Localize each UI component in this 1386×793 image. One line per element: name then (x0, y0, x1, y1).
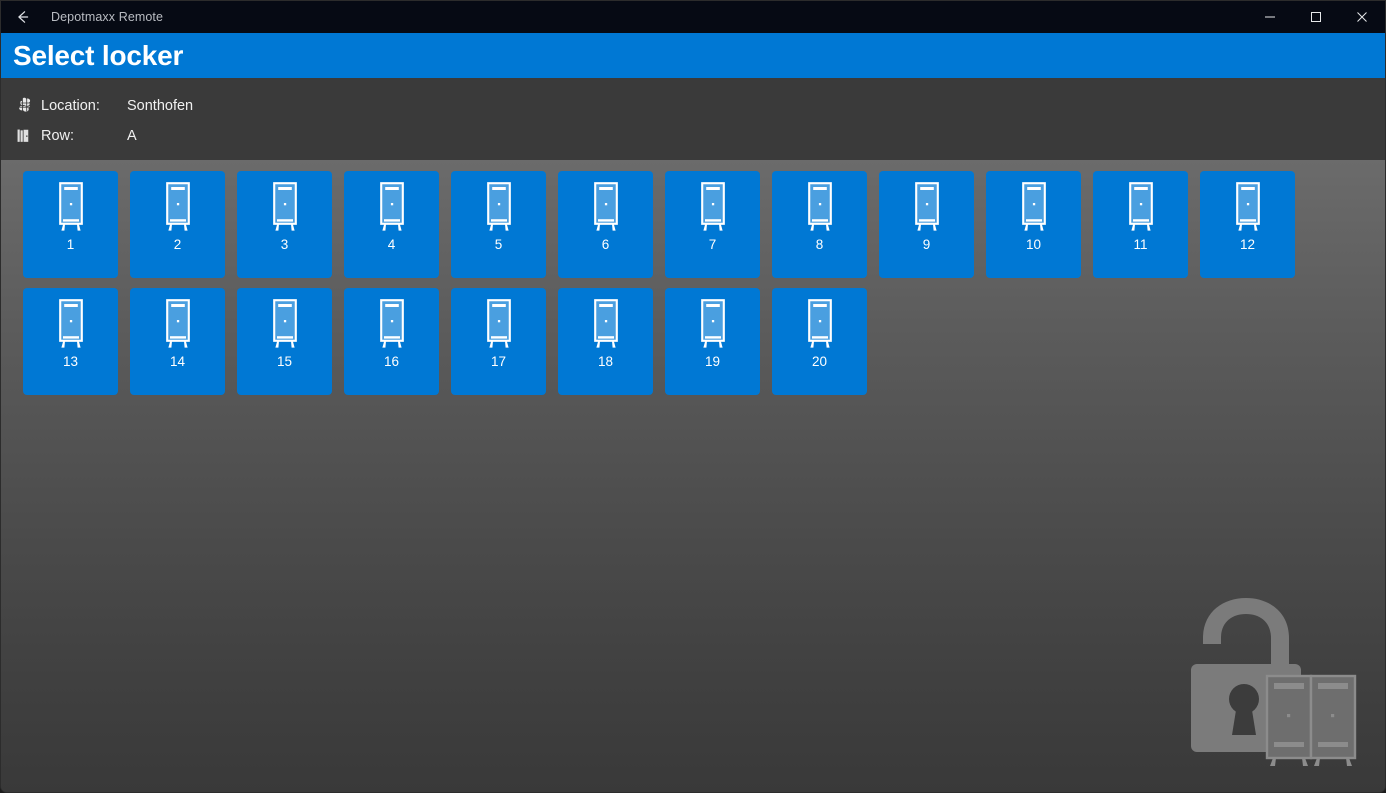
locker-tile[interactable]: 6 (558, 171, 653, 278)
locker-icon (700, 299, 725, 348)
locker-tile-label: 10 (1025, 237, 1042, 252)
locker-icon (486, 182, 511, 231)
page-title: Select locker (13, 39, 184, 71)
locker-tile[interactable]: 2 (130, 171, 225, 278)
locker-tile[interactable]: 8 (772, 171, 867, 278)
locker-tile-label: 7 (708, 237, 717, 252)
info-row-row: Row: A (15, 121, 1385, 151)
info-row-location: Location: Sonthofen (15, 91, 1385, 121)
locker-icon (807, 182, 832, 231)
locker-icon (165, 299, 190, 348)
minimize-button[interactable] (1247, 1, 1293, 33)
locker-tile-label: 9 (922, 237, 931, 252)
locker-tile-label: 8 (815, 237, 824, 252)
locker-icon (914, 182, 939, 231)
info-label-row: Row: (41, 128, 75, 144)
locker-icon (593, 182, 618, 231)
locker-icon (58, 299, 83, 348)
back-button[interactable] (1, 1, 45, 33)
title-bar: Depotmaxx Remote (1, 1, 1385, 33)
globe-icon (15, 96, 41, 116)
locker-tile-label: 19 (704, 354, 721, 369)
close-button[interactable] (1339, 1, 1385, 33)
locker-icon (272, 182, 297, 231)
locker-tile[interactable]: 11 (1093, 171, 1188, 278)
locker-tile[interactable]: 12 (1200, 171, 1295, 278)
locker-icon (1235, 182, 1260, 231)
locker-tile-label: 16 (383, 354, 400, 369)
locker-tile-label: 17 (490, 354, 507, 369)
locker-tile-label: 20 (811, 354, 828, 369)
window-title: Depotmaxx Remote (51, 10, 164, 24)
locker-tile-label: 1 (66, 237, 75, 252)
window-controls (1247, 1, 1385, 33)
locker-tile[interactable]: 10 (986, 171, 1081, 278)
locker-tile[interactable]: 16 (344, 288, 439, 395)
info-value-row: A (127, 128, 137, 144)
locker-tile[interactable]: 13 (23, 288, 118, 395)
minimize-icon (1264, 11, 1276, 23)
locker-tile-label: 3 (280, 237, 289, 252)
info-value-location: Sonthofen (127, 98, 194, 114)
maximize-icon (1310, 11, 1322, 23)
locker-tile-label: 2 (173, 237, 182, 252)
locker-tile[interactable]: 5 (451, 171, 546, 278)
locker-icon (379, 299, 404, 348)
locker-icon (807, 299, 832, 348)
locker-icon (593, 299, 618, 348)
locker-tile[interactable]: 20 (772, 288, 867, 395)
locker-tile[interactable]: 17 (451, 288, 546, 395)
info-panel: Location: Sonthofen Row: A (1, 78, 1385, 160)
locker-tile[interactable]: 1 (23, 171, 118, 278)
locker-tile[interactable]: 18 (558, 288, 653, 395)
locker-icon (700, 182, 725, 231)
locker-tile[interactable]: 15 (237, 288, 332, 395)
open-padlock-with-lockers-logo (1189, 594, 1359, 766)
locker-icon (165, 182, 190, 231)
locker-tile-label: 11 (1133, 237, 1148, 252)
locker-tile[interactable]: 19 (665, 288, 760, 395)
locker-tile-label: 12 (1239, 237, 1256, 252)
locker-icon (1021, 182, 1046, 231)
locker-tile[interactable]: 9 (879, 171, 974, 278)
locker-tile[interactable]: 4 (344, 171, 439, 278)
locker-icon (486, 299, 511, 348)
lockers-row-icon (15, 126, 41, 146)
locker-tile-label: 18 (597, 354, 614, 369)
locker-icon (272, 299, 297, 348)
locker-tile-label: 4 (387, 237, 396, 252)
locker-tile-label: 15 (276, 354, 293, 369)
locker-tile-label: 5 (494, 237, 503, 252)
locker-tile[interactable]: 7 (665, 171, 760, 278)
maximize-button[interactable] (1293, 1, 1339, 33)
locker-tile-label: 14 (169, 354, 186, 369)
locker-tile[interactable]: 14 (130, 288, 225, 395)
locker-tile-label: 6 (601, 237, 610, 252)
locker-icon (58, 182, 83, 231)
info-label-location: Location: (41, 98, 100, 114)
close-icon (1356, 11, 1368, 23)
locker-icon (379, 182, 404, 231)
page-header: Select locker (1, 33, 1385, 78)
locker-tile-label: 13 (62, 354, 79, 369)
locker-tile[interactable]: 3 (237, 171, 332, 278)
back-arrow-icon (13, 7, 33, 27)
locker-icon (1128, 182, 1153, 231)
